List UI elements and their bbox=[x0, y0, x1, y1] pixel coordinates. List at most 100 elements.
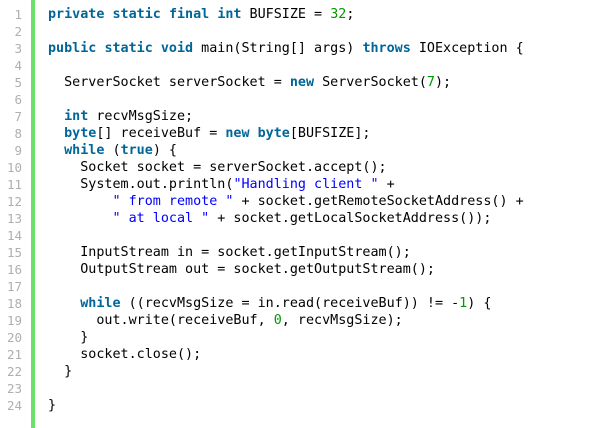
code-line[interactable]: 12 " from remote " + socket.getRemoteSoc… bbox=[0, 193, 599, 210]
code-text: out.write(receiveBuf, 0, recvMsgSize); bbox=[48, 312, 402, 329]
code-token: } bbox=[48, 330, 89, 345]
code-token: + bbox=[378, 177, 395, 192]
line-number: 5 bbox=[14, 75, 22, 90]
code-token: [BUFSIZE]; bbox=[289, 126, 371, 141]
keyword-token: public bbox=[48, 41, 97, 56]
string-token: "Handling client " bbox=[233, 177, 379, 192]
code-line[interactable]: 22 } bbox=[0, 363, 599, 380]
line-number: 7 bbox=[14, 109, 22, 124]
code-token: + socket.getLocalSocketAddress()); bbox=[209, 211, 492, 226]
string-token: " at local " bbox=[112, 211, 210, 226]
number-token: 32 bbox=[330, 7, 347, 22]
code-line[interactable]: 9 while (true) { bbox=[0, 142, 599, 159]
code-token: IOException { bbox=[410, 41, 524, 56]
code-line[interactable]: 11 System.out.println("Handling client "… bbox=[0, 176, 599, 193]
code-line[interactable]: 24} bbox=[0, 397, 599, 414]
keyword-token: static bbox=[112, 7, 161, 22]
code-token: OutputStream out = socket.getOutputStrea… bbox=[48, 262, 435, 277]
code-token: ) { bbox=[152, 143, 177, 158]
code-token: + socket.getRemoteSocketAddress() + bbox=[233, 194, 524, 209]
number-token: 1 bbox=[459, 296, 468, 311]
code-line[interactable]: 20 } bbox=[0, 329, 599, 346]
code-line[interactable]: 5 ServerSocket serverSocket = new Server… bbox=[0, 74, 599, 91]
line-number: 17 bbox=[6, 279, 22, 294]
code-line[interactable]: 18 while ((recvMsgSize = in.read(receive… bbox=[0, 295, 599, 312]
line-number: 3 bbox=[14, 41, 22, 56]
code-token bbox=[48, 143, 64, 158]
code-token: ServerSocket serverSocket = bbox=[48, 75, 290, 90]
code-text: socket.close(); bbox=[48, 346, 201, 363]
code-text: OutputStream out = socket.getOutputStrea… bbox=[48, 261, 435, 278]
code-line[interactable]: 8 byte[] receiveBuf = new byte[BUFSIZE]; bbox=[0, 125, 599, 142]
code-line[interactable]: 21 socket.close(); bbox=[0, 346, 599, 363]
code-line[interactable]: 14 bbox=[0, 227, 599, 244]
code-text: } bbox=[48, 397, 56, 414]
code-line[interactable]: 23 bbox=[0, 380, 599, 397]
line-number: 9 bbox=[14, 143, 22, 158]
code-text: ServerSocket serverSocket = new ServerSo… bbox=[48, 74, 451, 91]
code-token: recvMsgSize; bbox=[88, 109, 194, 124]
code-line[interactable]: 16 OutputStream out = socket.getOutputSt… bbox=[0, 261, 599, 278]
line-number: 24 bbox=[6, 398, 22, 413]
number-token: 7 bbox=[426, 75, 435, 90]
code-token: } bbox=[48, 364, 73, 379]
code-token: socket.close(); bbox=[48, 347, 202, 362]
line-number: 2 bbox=[14, 24, 22, 39]
code-token: Socket socket = serverSocket.accept(); bbox=[48, 160, 387, 175]
code-line[interactable]: 4 bbox=[0, 57, 599, 74]
code-line[interactable]: 19 out.write(receiveBuf, 0, recvMsgSize)… bbox=[0, 312, 599, 329]
code-token: InputStream in = socket.getInputStream()… bbox=[48, 245, 411, 260]
keyword-token: true bbox=[120, 143, 153, 158]
code-text: } bbox=[48, 363, 72, 380]
code-token: ServerSocket( bbox=[314, 75, 427, 90]
code-token: ( bbox=[104, 143, 121, 158]
code-line[interactable]: 13 " at local " + socket.getLocalSocketA… bbox=[0, 210, 599, 227]
line-number: 15 bbox=[6, 245, 22, 260]
code-line[interactable]: 6 bbox=[0, 91, 599, 108]
code-line[interactable]: 7 int recvMsgSize; bbox=[0, 108, 599, 125]
code-token: ((recvMsgSize = in.read(receiveBuf)) != … bbox=[120, 296, 460, 311]
keyword-token: static bbox=[104, 41, 153, 56]
gutter-accent-bar bbox=[31, 0, 35, 428]
string-token: " from remote " bbox=[112, 194, 234, 209]
code-token bbox=[104, 7, 112, 22]
code-line[interactable]: 3 public static void main(String[] args) … bbox=[0, 40, 599, 57]
code-token: System.out.println( bbox=[48, 177, 234, 192]
line-number: 22 bbox=[6, 364, 22, 379]
line-number: 1 bbox=[14, 7, 22, 22]
line-number: 20 bbox=[6, 330, 22, 345]
keyword-token: throws bbox=[362, 41, 411, 56]
line-number: 12 bbox=[6, 194, 22, 209]
code-text: public static void main(String[] args) t… bbox=[48, 40, 524, 57]
code-token: } bbox=[48, 398, 57, 413]
code-line[interactable]: 2 bbox=[0, 23, 599, 40]
line-number: 21 bbox=[6, 347, 22, 362]
code-text: while (true) { bbox=[48, 142, 177, 159]
code-token bbox=[161, 7, 169, 22]
code-text: int recvMsgSize; bbox=[48, 108, 193, 125]
code-line[interactable]: 15 InputStream in = socket.getInputStrea… bbox=[0, 244, 599, 261]
keyword-token: final bbox=[168, 7, 210, 22]
code-line[interactable]: 17 bbox=[0, 278, 599, 295]
keyword-token: byte bbox=[64, 126, 97, 141]
line-number: 16 bbox=[6, 262, 22, 277]
line-number-gutter bbox=[0, 0, 31, 428]
code-text: byte[] receiveBuf = new byte[BUFSIZE]; bbox=[48, 125, 371, 142]
code-token: out.write(receiveBuf, bbox=[48, 313, 274, 328]
code-line[interactable]: 10 Socket socket = serverSocket.accept()… bbox=[0, 159, 599, 176]
code-token bbox=[48, 109, 64, 124]
code-token: ) { bbox=[467, 296, 492, 311]
code-text: while ((recvMsgSize = in.read(receiveBuf… bbox=[48, 295, 491, 312]
keyword-token: void bbox=[160, 41, 194, 56]
code-text: Socket socket = serverSocket.accept(); bbox=[48, 159, 387, 176]
code-token bbox=[48, 296, 80, 311]
line-number: 11 bbox=[6, 177, 22, 192]
keyword-token: int bbox=[64, 109, 89, 124]
code-token bbox=[250, 126, 258, 141]
keyword-token: int bbox=[217, 7, 242, 22]
code-token bbox=[48, 211, 113, 226]
code-token: [] receiveBuf = bbox=[96, 126, 226, 141]
